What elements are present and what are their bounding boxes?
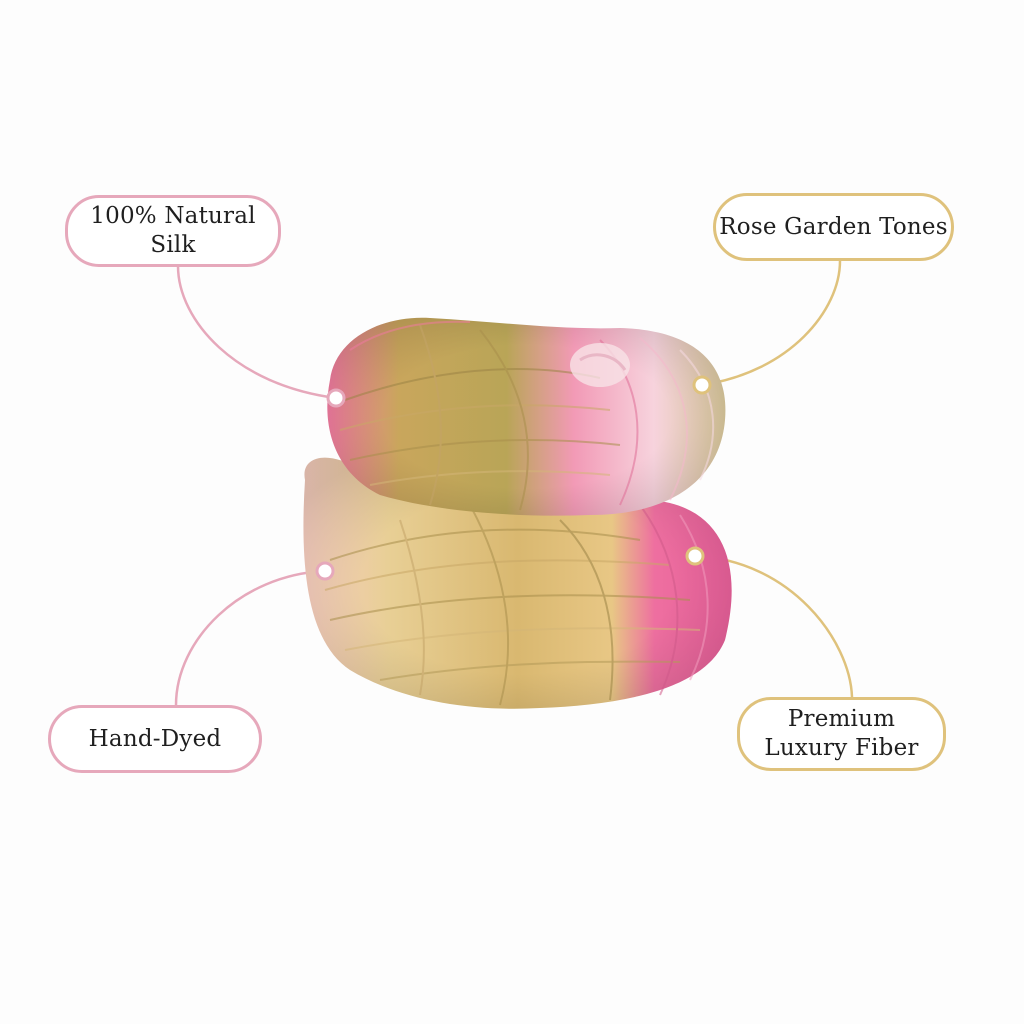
connector-line-premium [694, 554, 854, 698]
callout-natural-silk: 100% Natural Silk [65, 195, 281, 267]
connector-line-silk [176, 265, 337, 400]
callout-premium-line1: Premium [787, 706, 896, 732]
callout-premium-line2: Luxury Fiber [764, 735, 919, 761]
connector-line-dyed [174, 569, 326, 706]
connector-dot-rose [692, 375, 712, 395]
connector-dot-dyed [315, 561, 335, 581]
callout-dyed-line1: Hand-Dyed [88, 725, 222, 752]
callout-premium-luxury-fiber: Premium Luxury Fiber [737, 697, 946, 771]
callout-rose-line1: Rose Garden Tones [719, 213, 948, 240]
callout-silk-line2: Silk [150, 232, 196, 258]
yarn-skein [303, 317, 732, 709]
callout-rose-garden-tones: Rose Garden Tones [713, 193, 954, 261]
callout-silk-line1: 100% Natural [90, 203, 256, 229]
connector-dot-premium [685, 546, 705, 566]
callout-hand-dyed: Hand-Dyed [48, 705, 262, 773]
connector-line-rose [701, 260, 842, 387]
connector-dot-silk [326, 388, 346, 408]
